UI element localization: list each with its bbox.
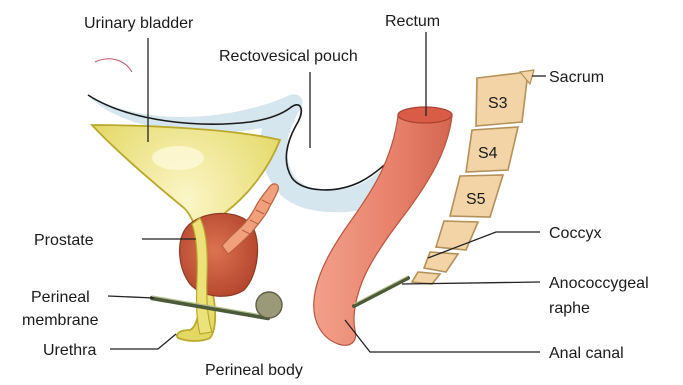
sacrum-label: Sacrum [549,69,604,86]
coccyx-segment-3 [412,272,440,284]
s5-label: S5 [466,191,486,208]
leader-urethra [110,334,176,349]
bladder-highlight [152,146,204,170]
rectum-label: Rectum [385,13,440,30]
rectum-opening [398,107,452,123]
anococcygeal-raphe-label-1: Anococcygeal [549,275,649,292]
coccyx-segment-2 [424,252,458,272]
peritoneum-top-arc [95,59,132,72]
coccyx-segment-1 [436,221,478,250]
perineal-membrane-label-1: Perineal [31,289,90,306]
coccyx-label: Coccyx [549,225,601,242]
urinary-bladder-label: Urinary bladder [84,15,194,32]
s3-label: S3 [488,95,508,112]
perineal-body [256,292,282,318]
perineal-membrane-label-2: membrane [22,312,99,329]
rectovesical-pouch-label: Rectovesical pouch [219,48,358,65]
urethra-label: Urethra [43,342,96,359]
anal-canal-label: Anal canal [549,345,624,362]
s4-label: S4 [478,145,498,162]
prostate-label: Prostate [34,232,94,249]
anococcygeal-raphe-label-2: raphe [549,300,590,317]
leader-anal-canal [345,320,540,352]
rectum-shape [314,110,452,345]
leader-perineal-membrane [108,296,154,298]
perineal-body-label: Perineal body [205,362,303,379]
